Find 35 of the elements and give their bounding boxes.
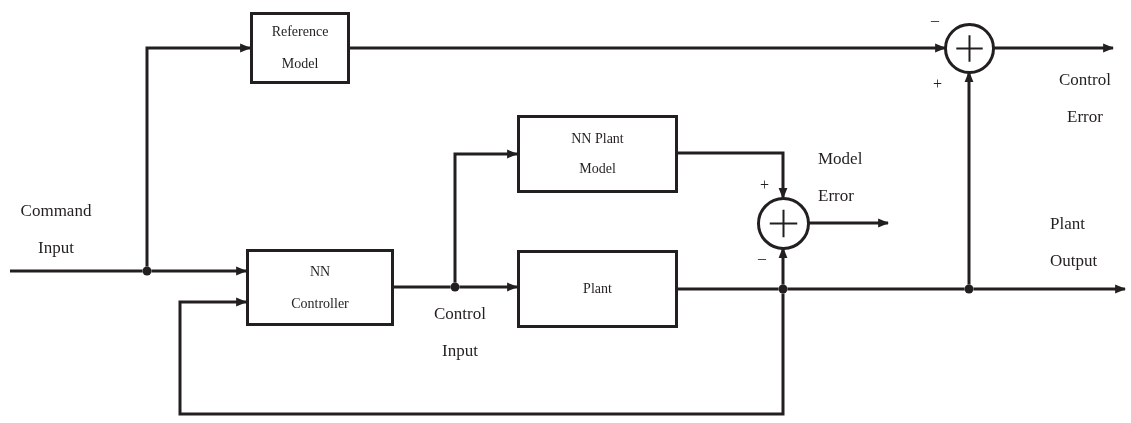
sign-label: –: [758, 250, 766, 266]
sign-label: –: [931, 12, 939, 28]
arrow: [453, 149, 519, 283]
summing-junction: [756, 196, 810, 250]
block-label: Reference Model: [270, 23, 330, 73]
signal-label: Plant Output: [1050, 213, 1099, 272]
arrow: [145, 43, 252, 267]
connector-line: [678, 287, 779, 291]
arrow: [973, 284, 1127, 294]
block-label: Plant: [582, 280, 613, 298]
arrow: [151, 266, 248, 276]
connector-line: [10, 269, 143, 273]
signal-label: Command Input: [19, 200, 93, 259]
junction-dot: [963, 283, 975, 295]
signal-label: Control Input: [433, 303, 487, 362]
connector-line: [787, 287, 965, 291]
junction-dot: [777, 283, 789, 295]
block-box: [246, 249, 394, 326]
block-label: NN Controller: [290, 262, 350, 313]
arrow: [459, 282, 519, 292]
junction-dot: [141, 265, 153, 277]
connector-line: [394, 285, 451, 289]
sign-label: +: [933, 76, 943, 92]
arrow: [178, 293, 785, 416]
block-box: [517, 115, 678, 193]
summing-junction: [943, 22, 995, 74]
signal-label: Control Error: [1058, 69, 1112, 128]
junction-dot: [449, 281, 461, 293]
block-box: [517, 250, 678, 328]
block-label: NN Plant Model: [570, 130, 625, 178]
block-box: [250, 12, 350, 84]
arrow: [808, 218, 890, 228]
sign-label: +: [760, 177, 770, 193]
arrow: [993, 43, 1115, 53]
signal-label: Model Error: [818, 148, 864, 207]
